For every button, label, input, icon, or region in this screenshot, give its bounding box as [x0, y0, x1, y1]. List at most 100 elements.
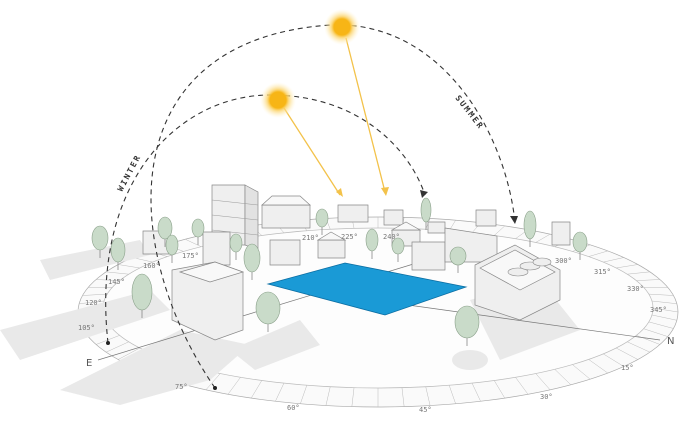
tree-icon: [449, 246, 467, 273]
ring-tick: [185, 238, 202, 247]
summer-label: SUMMER: [453, 94, 485, 132]
tree-icon: [110, 237, 126, 270]
ring-tick: [494, 380, 505, 399]
tree-icon: [315, 208, 329, 235]
ring-tick: [351, 387, 355, 407]
ring-tick: [627, 341, 650, 353]
ring-tick: [96, 279, 120, 281]
ring-tick: [535, 233, 551, 243]
ring-tick: [275, 383, 285, 402]
ring-tick: [588, 250, 608, 257]
building: [202, 231, 231, 266]
ring-tick: [494, 225, 505, 236]
ring-tick: [515, 377, 529, 395]
ring-tick: [106, 341, 129, 353]
east-label: E: [86, 358, 92, 369]
tree-icon: [229, 233, 243, 260]
ring-tick: [648, 293, 674, 296]
ring-tick: [648, 321, 674, 329]
tree-icon: [523, 210, 537, 247]
winter-sun-icon: [260, 82, 296, 118]
ring-tick: [535, 373, 551, 390]
tree-icon: [391, 237, 405, 262]
ring-tick: [325, 386, 331, 406]
ring-tick: [227, 377, 241, 395]
building: [427, 221, 446, 234]
ring-tick: [616, 264, 638, 269]
tree-icon: [243, 243, 261, 280]
ring-tick: [82, 293, 108, 296]
building: [475, 209, 497, 227]
building: [269, 239, 301, 266]
ring-tick: [616, 347, 638, 360]
tree-icon: [191, 218, 205, 245]
ring-tick: [651, 300, 677, 304]
ring-tick: [300, 385, 308, 404]
ring-tick: [603, 257, 624, 263]
ring-tick: [554, 369, 572, 385]
summer-sun-ray: [345, 37, 386, 193]
tree-icon: [157, 216, 173, 247]
degree-60: 60°: [287, 404, 300, 412]
tree-icon: [572, 231, 588, 260]
ring-tick: [106, 271, 129, 275]
degree-240: 240°: [383, 233, 400, 241]
site-plot: [266, 262, 468, 316]
degree-225: 225°: [341, 233, 358, 241]
north-label: N: [667, 336, 674, 347]
ring-tick: [205, 373, 221, 390]
degree-15: 15°: [621, 364, 634, 372]
ring-tick: [425, 386, 431, 406]
degree-105: 105°: [78, 324, 95, 332]
tree-icon: [255, 291, 281, 332]
winter-sunrise-point: [106, 341, 110, 345]
ring-tick: [401, 387, 405, 407]
degree-120: 120°: [85, 299, 102, 307]
buildings: [142, 184, 571, 341]
ring-tick: [572, 364, 591, 380]
tree-icon: [131, 273, 153, 318]
building: [383, 209, 404, 226]
summer-sunrise-point: [213, 386, 217, 390]
degree-300: 300°: [555, 257, 572, 265]
summer-sun-icon: [324, 9, 360, 45]
ring-tick: [118, 347, 140, 360]
large-building: [171, 261, 245, 341]
degree-45: 45°: [419, 406, 432, 414]
winter-path-arrow: [420, 190, 428, 198]
degree-145: 145°: [108, 278, 125, 286]
degree-330: 330°: [627, 285, 644, 293]
winter-label: WINTER: [116, 153, 143, 193]
ring-tick: [651, 314, 677, 321]
degree-315: 315°: [594, 268, 611, 276]
degree-160: 160°: [143, 262, 160, 270]
winter-sun-ray: [283, 107, 341, 196]
tower-building: [211, 184, 259, 251]
tree-icon: [91, 225, 109, 258]
large-building-right: [474, 244, 561, 321]
house: [317, 239, 346, 259]
ring-tick: [251, 380, 262, 399]
summer-sun-path: [150, 24, 516, 389]
degree-210: 210°: [302, 234, 319, 242]
ring-tick: [652, 307, 679, 313]
ring-tick: [636, 335, 660, 345]
tree-icon: [165, 234, 179, 263]
ring-tick: [603, 353, 624, 367]
ring-tick: [643, 328, 668, 337]
ring-tick: [627, 271, 650, 275]
ring-tick: [471, 383, 481, 402]
winter-sun-path: [105, 94, 426, 344]
tree-icon: [420, 197, 432, 230]
building: [337, 204, 369, 223]
tree-icon: [365, 228, 379, 259]
degree-labels: 60° 75° 105° 120° 145° 160° 175° 210° 22…: [78, 233, 667, 414]
degree-75: 75°: [175, 383, 188, 391]
ring-tick: [636, 279, 660, 281]
ring-tick: [588, 359, 608, 374]
building: [551, 221, 571, 246]
ring-tick: [448, 385, 456, 404]
row-houses: [261, 195, 311, 229]
